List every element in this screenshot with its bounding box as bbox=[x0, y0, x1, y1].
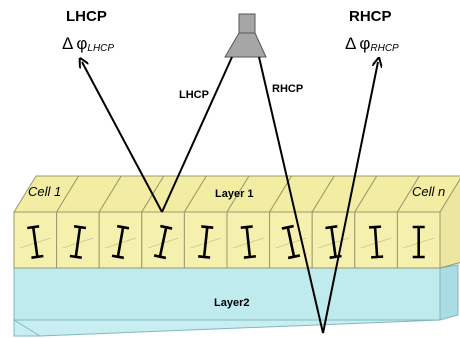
feed-horn-icon bbox=[224, 13, 267, 58]
rotated-z-element-icon bbox=[69, 225, 87, 259]
rhcp-ray-label: RHCP bbox=[272, 83, 303, 95]
layer2-corner-edge bbox=[13, 319, 41, 337]
layer2-side bbox=[439, 264, 459, 321]
cell-last-label: Cell n bbox=[412, 184, 445, 199]
rotated-z-element-icon bbox=[198, 225, 214, 259]
lhcp-ray-label: LHCP bbox=[179, 89, 209, 101]
rotated-z-element-icon bbox=[153, 224, 173, 260]
rotated-z-element-icon bbox=[240, 225, 256, 259]
layer1-label: Layer 1 bbox=[215, 188, 254, 200]
lhcp-title: LHCP bbox=[66, 8, 107, 25]
layer2-front bbox=[13, 267, 441, 321]
rotated-z-element-icon bbox=[111, 224, 130, 260]
cell-first-label: Cell 1 bbox=[28, 184, 61, 199]
rhcp-incident-ray bbox=[258, 56, 324, 334]
rotated-z-element-icon bbox=[412, 225, 425, 259]
lhcp-reflected-ray bbox=[82, 62, 163, 213]
rays bbox=[82, 56, 378, 334]
layer2-label: Layer2 bbox=[214, 297, 249, 309]
rotated-z-element-icon bbox=[27, 225, 44, 259]
rhcp-reflected-ray bbox=[322, 62, 378, 334]
rhcp-title: RHCP bbox=[349, 8, 392, 25]
lhcp-incident-ray bbox=[161, 56, 233, 213]
rotated-z-element-icon bbox=[368, 225, 384, 259]
rotated-z-element-icon bbox=[281, 224, 301, 260]
